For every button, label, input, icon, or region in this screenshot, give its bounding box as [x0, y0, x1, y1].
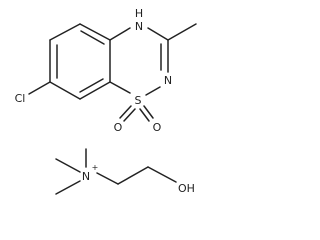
bond-n-ch2 — [96, 172, 119, 185]
atom-label-n-plus: N — [82, 170, 90, 183]
chlorothiazide-molecule: N H N S O O Cl — [15, 7, 197, 134]
atom-label-h: H — [135, 7, 143, 20]
bond-ring — [49, 23, 81, 41]
chemical-structure-diagram: N H N S O O Cl N + OH — [15, 7, 197, 195]
bond-methyl — [55, 180, 81, 195]
atom-label-n: N — [164, 74, 172, 87]
bond-s-o-double — [119, 105, 132, 119]
atom-label-oh: OH — [178, 182, 195, 195]
bond-ch2-ch2 — [117, 166, 149, 185]
bond-n-s — [145, 86, 161, 96]
atom-label-o: O — [153, 121, 162, 134]
bond-c-methyl — [167, 23, 197, 41]
bond-ring — [79, 23, 111, 41]
bond-ch2-oh — [147, 166, 177, 183]
atom-label-o: O — [114, 121, 123, 134]
atom-label-s: S — [135, 94, 142, 107]
bond-methyl — [55, 158, 81, 173]
bond-nh-c — [147, 27, 169, 41]
bond-c-nh — [109, 27, 131, 41]
bond-ring — [79, 81, 111, 100]
choline-molecule: N + OH — [55, 148, 195, 195]
bond-ring — [49, 81, 81, 100]
bond-s-o-double — [143, 105, 154, 119]
bond-s-o-double — [123, 108, 136, 122]
bond-double-inner — [79, 78, 104, 93]
bond-s-o-double — [139, 108, 150, 122]
charge-label: + — [92, 163, 99, 172]
bond-double-inner — [80, 30, 105, 45]
atom-label-cl: Cl — [15, 92, 26, 105]
bond-s-c — [109, 81, 131, 94]
atom-label-n: N — [135, 20, 143, 33]
bond-c-cl — [28, 81, 51, 95]
